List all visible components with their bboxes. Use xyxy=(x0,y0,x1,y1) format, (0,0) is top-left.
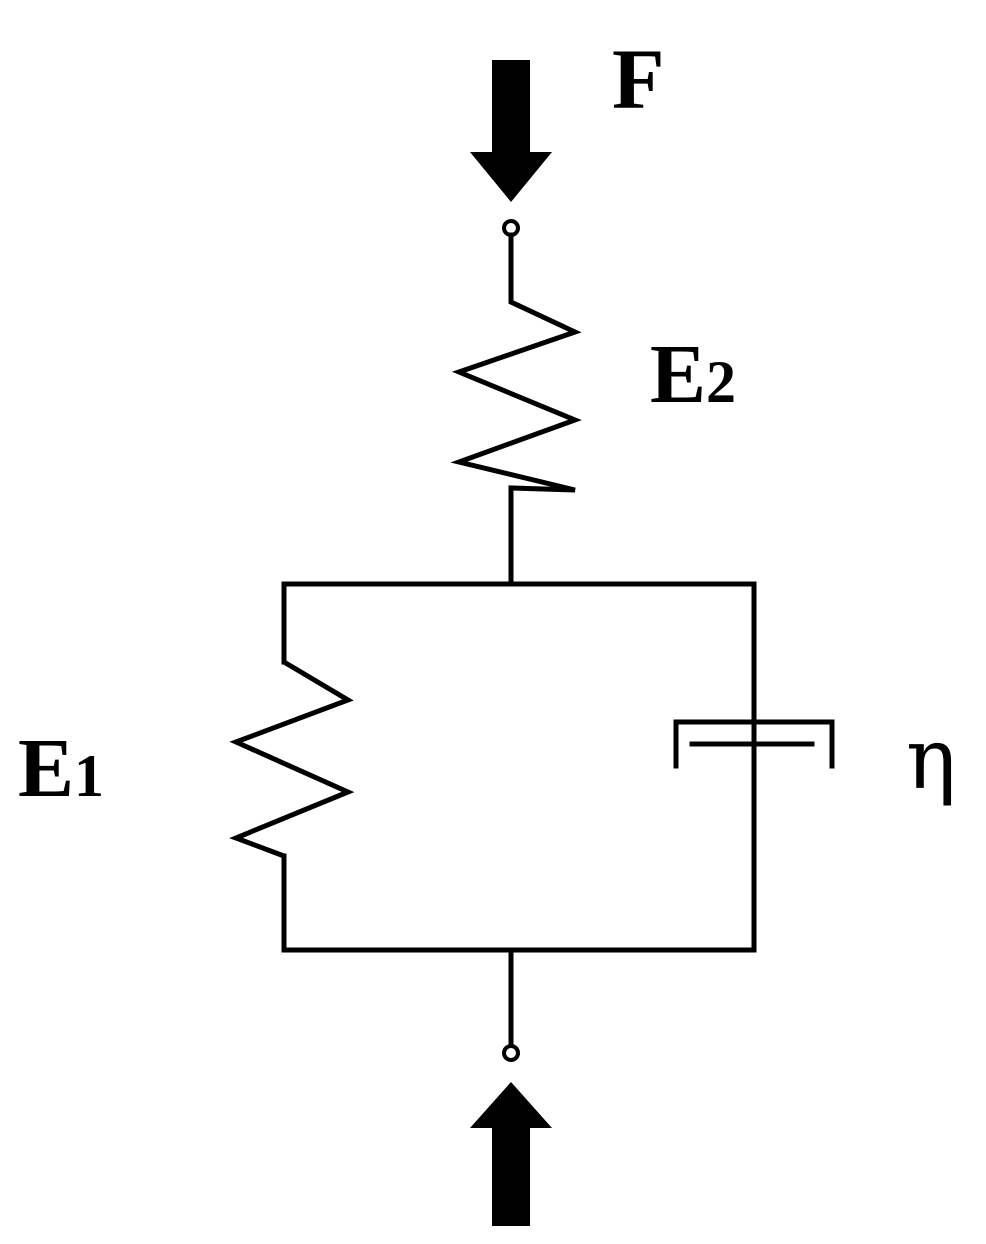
parallel-spring-label: E1 xyxy=(18,722,104,815)
parallel-spring-label-subscript: 1 xyxy=(74,743,104,809)
force-label: F xyxy=(612,31,665,127)
dashpot-label: η xyxy=(906,710,956,808)
series-spring-icon xyxy=(450,292,582,493)
series-spring-label-subscript: 2 xyxy=(706,349,736,415)
dashpot-cylinder-icon xyxy=(673,719,835,769)
parallel-spring-icon xyxy=(229,659,355,859)
arrow-up-icon xyxy=(470,1082,552,1226)
series-spring-label-letter: E xyxy=(650,328,706,421)
parallel-spring-label-letter: E xyxy=(18,722,74,815)
arrow-down-icon xyxy=(470,60,552,202)
series-spring-label: E2 xyxy=(650,328,736,421)
bottom-terminal-icon xyxy=(502,1044,520,1062)
